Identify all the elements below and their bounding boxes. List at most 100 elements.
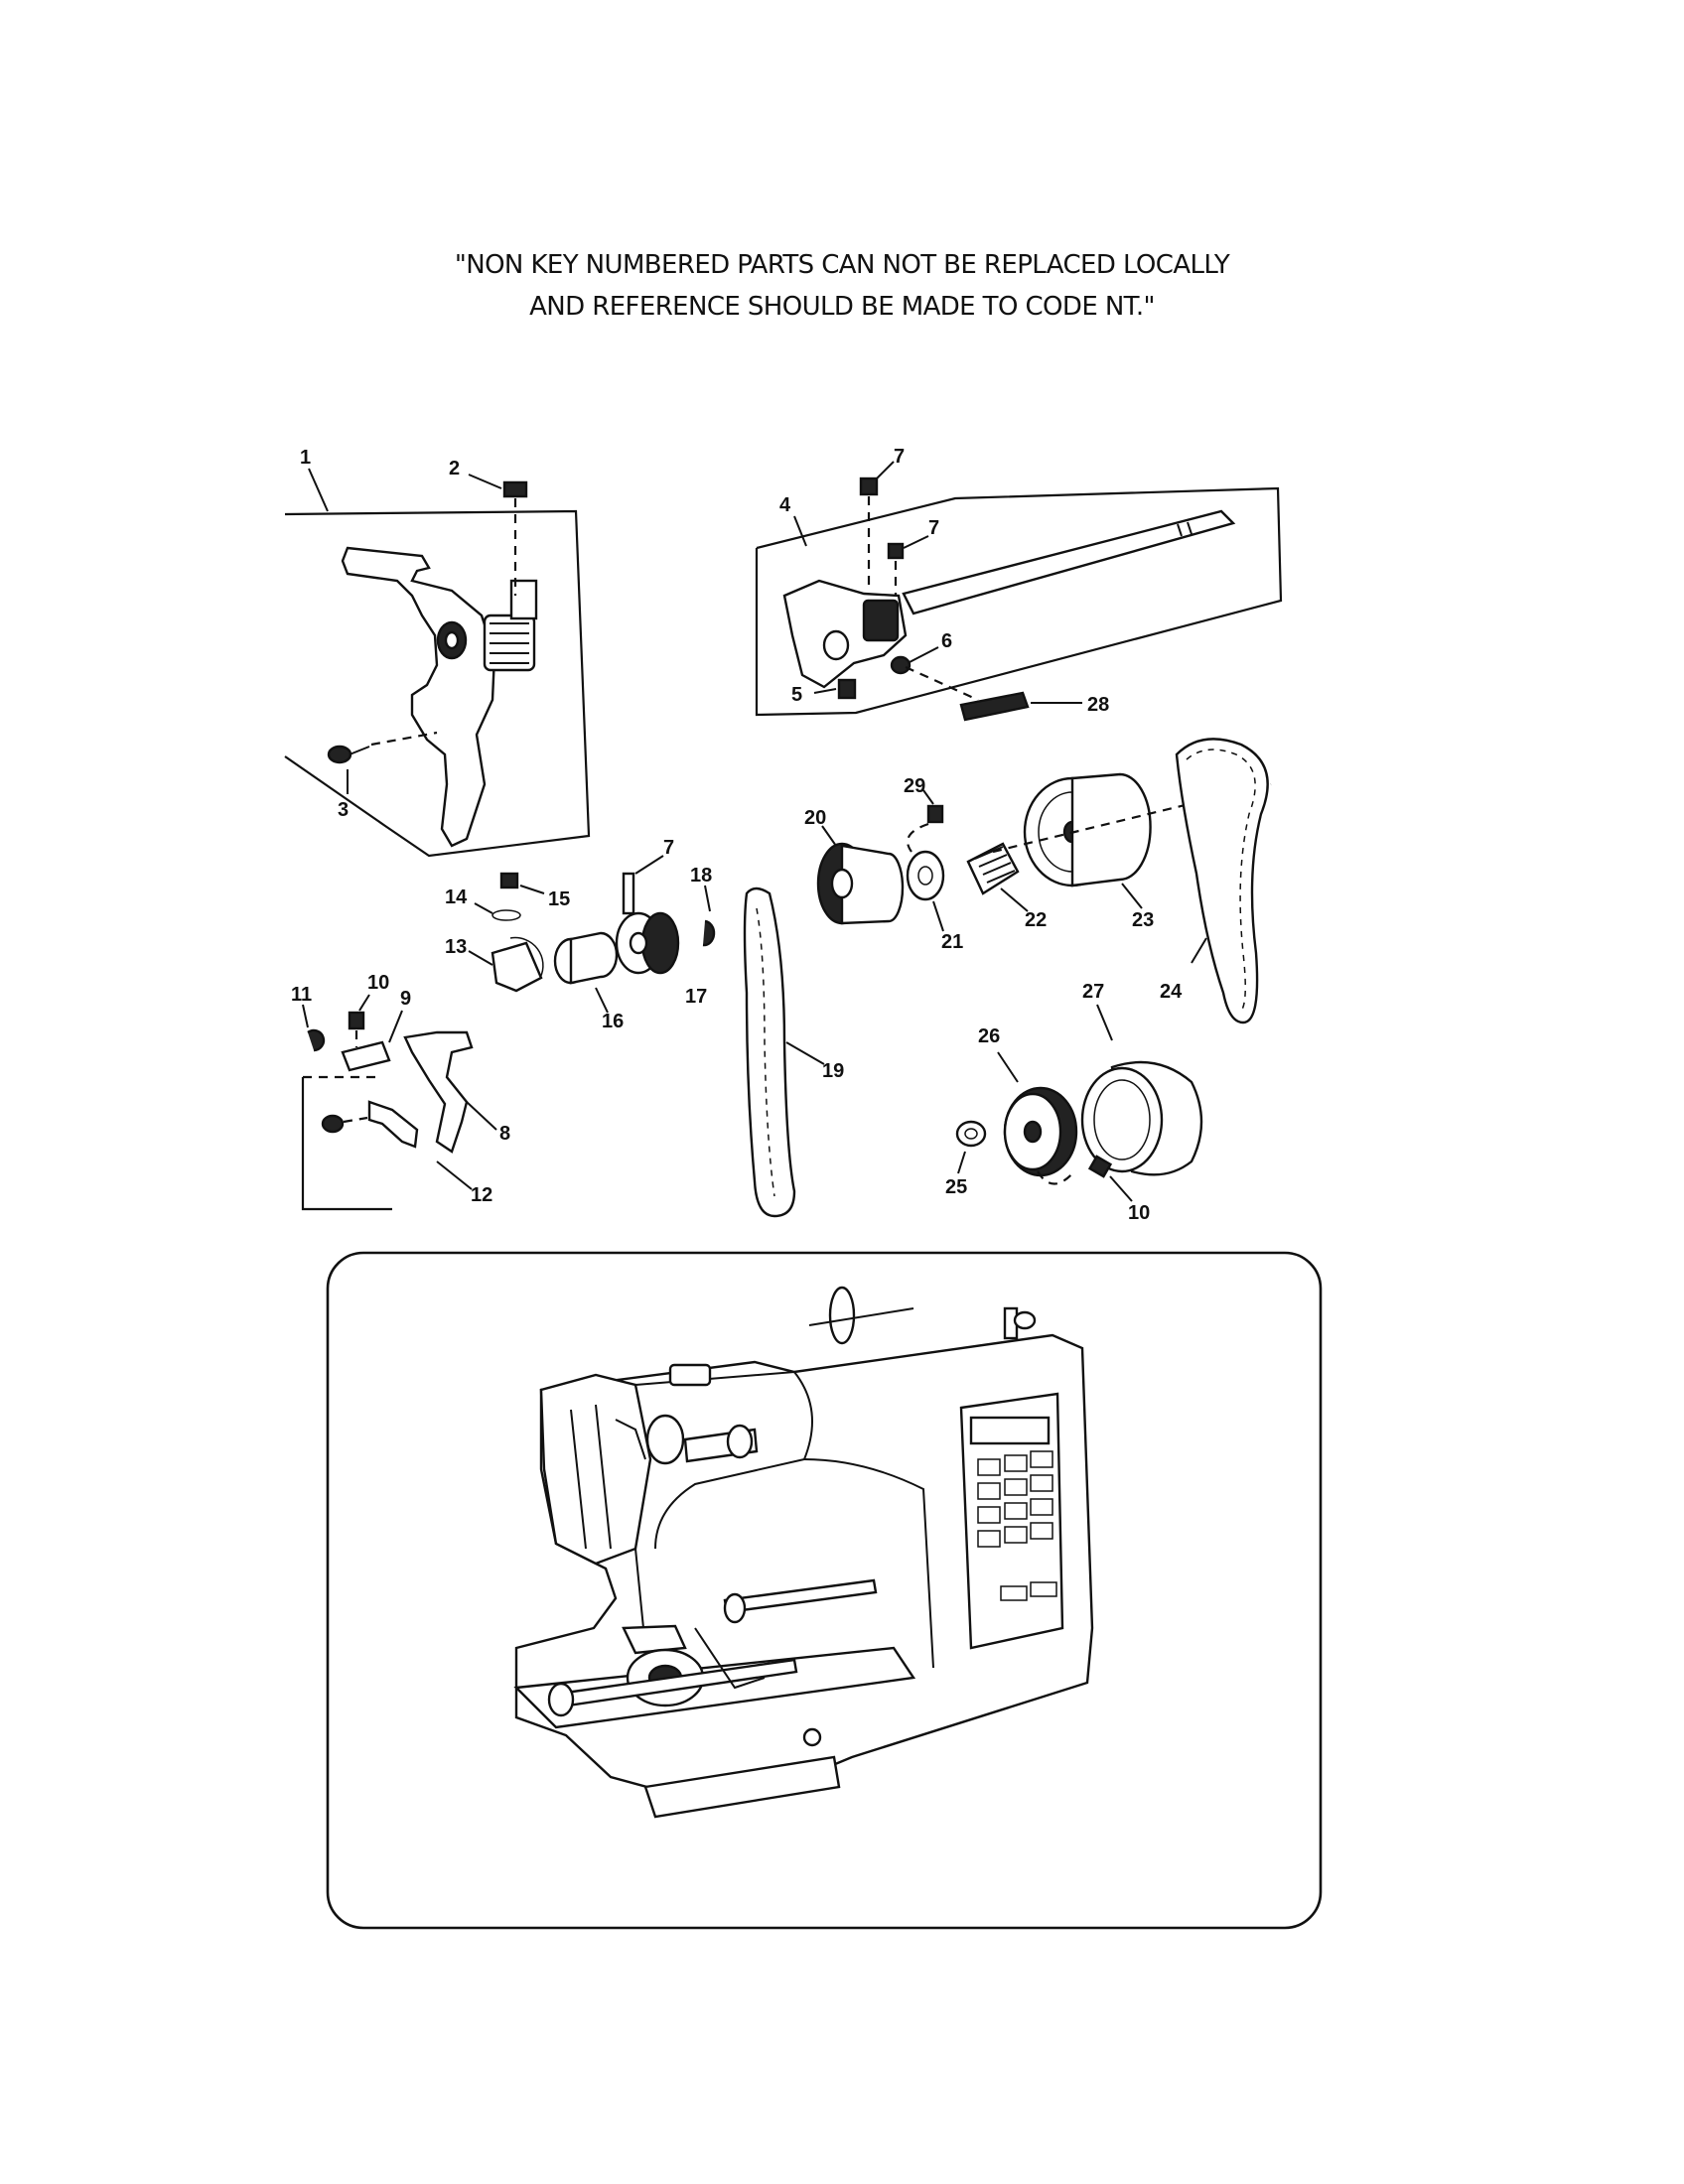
shaft-assembly-group bbox=[755, 461, 1283, 722]
callout-12: 12 bbox=[471, 1184, 492, 1206]
screw-6 bbox=[890, 655, 912, 675]
callout-7-middle: 7 bbox=[928, 517, 939, 539]
callout-14: 14 bbox=[445, 887, 468, 908]
callout-26: 26 bbox=[978, 1025, 1000, 1047]
machine-overview-frame bbox=[326, 1251, 1323, 1930]
leader-5 bbox=[813, 688, 837, 694]
leader-11 bbox=[302, 1004, 309, 1028]
machine-overview-group bbox=[326, 1251, 1323, 1930]
leader-20 bbox=[821, 825, 837, 847]
toothed-belt-24 bbox=[1175, 738, 1269, 1024]
toothed-belt-19 bbox=[743, 887, 796, 1218]
key bbox=[1004, 1502, 1028, 1520]
head-gear bbox=[645, 1414, 685, 1465]
callout-27: 27 bbox=[1082, 981, 1104, 1003]
callout-28: 28 bbox=[1087, 694, 1109, 716]
screw-10b bbox=[1087, 1155, 1113, 1178]
callout-17: 17 bbox=[685, 986, 707, 1008]
notice-line-2: AND REFERENCE SHOULD BE MADE TO CODE NT.… bbox=[529, 292, 1155, 322]
pin-7 bbox=[622, 872, 635, 915]
shaft-groove-2 bbox=[1187, 521, 1193, 535]
callout-4: 4 bbox=[779, 494, 791, 516]
leader-21 bbox=[932, 900, 944, 932]
bracket-assembly-group bbox=[284, 468, 591, 858]
callout-7-top: 7 bbox=[894, 446, 905, 468]
leader-2 bbox=[468, 474, 502, 489]
key bbox=[977, 1506, 1001, 1524]
lower-shaft-end bbox=[547, 1682, 575, 1717]
collar-21-bore bbox=[917, 866, 933, 886]
leader-19 bbox=[785, 1041, 825, 1065]
shaft-assembly-frame bbox=[755, 486, 1283, 717]
screw-7a bbox=[859, 477, 879, 496]
callout-24: 24 bbox=[1160, 981, 1183, 1003]
callout-13: 13 bbox=[445, 936, 467, 958]
part-12-frame-left bbox=[301, 1077, 392, 1211]
callout-labels: 1 2 3 4 5 6 7 7 7 8 9 10 10 11 12 13 14 … bbox=[291, 446, 1183, 1224]
gear-17-bore bbox=[629, 931, 648, 955]
callout-8: 8 bbox=[499, 1123, 510, 1145]
presser-foot bbox=[622, 1624, 687, 1655]
notice-line-1: "NON KEY NUMBERED PARTS CAN NOT BE REPLA… bbox=[454, 250, 1230, 280]
leader-7c bbox=[634, 855, 664, 875]
key bbox=[977, 1482, 1001, 1500]
pulley-components-group bbox=[816, 772, 1272, 932]
callout-6: 6 bbox=[941, 630, 952, 652]
leader-16 bbox=[595, 987, 609, 1014]
leader-10b bbox=[1109, 1175, 1133, 1202]
bracket-part bbox=[341, 546, 496, 848]
callout-5: 5 bbox=[791, 684, 802, 706]
leader-23 bbox=[1121, 883, 1143, 909]
screw-12-dash bbox=[343, 1116, 368, 1124]
key bbox=[977, 1458, 1001, 1476]
leader-4 bbox=[793, 515, 807, 547]
leader-13 bbox=[468, 950, 493, 966]
leader-8 bbox=[466, 1101, 497, 1131]
belt-24-group bbox=[1175, 738, 1269, 1024]
part-28-block bbox=[959, 691, 1030, 722]
center-components-group bbox=[468, 855, 716, 1014]
leader-25 bbox=[957, 1151, 966, 1174]
callout-29: 29 bbox=[904, 775, 925, 797]
leader-18 bbox=[704, 885, 711, 912]
crank-12 bbox=[367, 1100, 419, 1149]
washer-14 bbox=[491, 909, 521, 921]
key bbox=[1030, 1522, 1053, 1540]
key bbox=[1004, 1454, 1028, 1472]
leader-7b bbox=[903, 535, 929, 549]
washer-25 bbox=[955, 1120, 987, 1148]
washer-25-bore bbox=[964, 1128, 978, 1140]
cover-27-inner bbox=[1093, 1079, 1151, 1160]
screw-29-dash bbox=[907, 822, 929, 853]
bobbin-pin-cap bbox=[1013, 1310, 1037, 1330]
drive-hole bbox=[802, 1727, 822, 1747]
leader-24 bbox=[1191, 937, 1207, 964]
belt-19-teeth bbox=[756, 907, 775, 1197]
screw-29 bbox=[926, 804, 944, 824]
key bbox=[1004, 1526, 1028, 1544]
cam-13 bbox=[491, 941, 543, 993]
leader-22 bbox=[1000, 887, 1029, 912]
motor-pulley-group bbox=[955, 1004, 1203, 1202]
callout-23: 23 bbox=[1132, 909, 1154, 931]
main-shaft bbox=[902, 509, 1236, 615]
spring-22-coils bbox=[974, 846, 1016, 884]
screw-12 bbox=[321, 1114, 345, 1134]
crank-hole bbox=[822, 629, 850, 661]
leader-14 bbox=[474, 902, 493, 914]
leader-26 bbox=[997, 1051, 1019, 1083]
bracket-assembly-frame bbox=[284, 509, 591, 858]
callout-18: 18 bbox=[690, 865, 712, 887]
needle-bar-mechanism bbox=[570, 1404, 646, 1550]
shaft-groove-1 bbox=[1177, 523, 1183, 537]
lever-8 bbox=[403, 1030, 474, 1154]
callout-1: 1 bbox=[300, 447, 311, 469]
key bbox=[1030, 1450, 1053, 1468]
callout-15: 15 bbox=[548, 888, 570, 910]
callout-2: 2 bbox=[449, 458, 460, 479]
screw-3-shank bbox=[349, 746, 370, 755]
shaft-collar bbox=[726, 1424, 754, 1459]
key bbox=[1004, 1478, 1028, 1496]
